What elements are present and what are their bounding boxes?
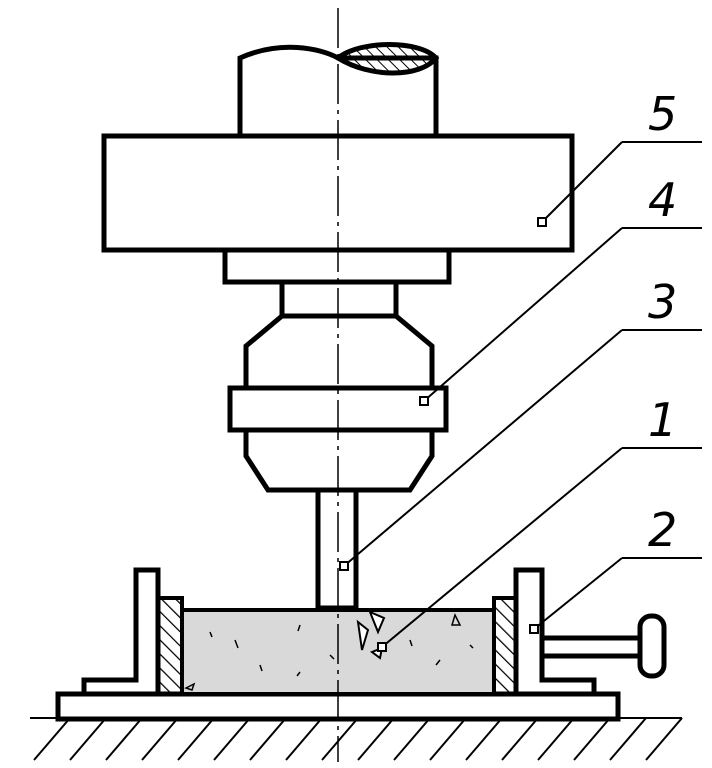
ground-hatch-line bbox=[429, 717, 467, 761]
marker-1 bbox=[377, 642, 387, 652]
callout-3: 3 bbox=[648, 275, 677, 329]
chuck-upper bbox=[243, 313, 435, 391]
callout-2: 2 bbox=[648, 503, 677, 557]
ground-hatch-line bbox=[537, 717, 575, 761]
marker-4 bbox=[419, 396, 429, 406]
jaw-pad-right bbox=[492, 596, 518, 696]
marker-3 bbox=[339, 561, 349, 571]
leader-5 bbox=[537, 141, 702, 227]
drill-bit bbox=[315, 487, 359, 611]
spindle-adapter bbox=[222, 247, 452, 285]
vise-left-jaw bbox=[81, 567, 161, 697]
ground-hatch-line bbox=[213, 717, 251, 761]
vise-right-jaw bbox=[513, 567, 597, 697]
chuck-lower bbox=[243, 425, 435, 493]
ground-hatch-line bbox=[501, 717, 539, 761]
leader-3 bbox=[339, 329, 702, 571]
chips bbox=[356, 610, 386, 660]
ground-hatch-line bbox=[141, 717, 179, 761]
shaft-section bbox=[333, 42, 440, 76]
workpiece-specks bbox=[184, 612, 474, 691]
ground-hatch-line bbox=[609, 717, 647, 761]
ground-hatch-line bbox=[393, 717, 431, 761]
jaw-pad-left bbox=[156, 596, 184, 696]
ground-hatch-line bbox=[249, 717, 287, 761]
ground-hatch-line bbox=[285, 717, 323, 761]
chuck-neck bbox=[279, 279, 399, 319]
vise-screw bbox=[539, 635, 649, 659]
ground-hatch-line bbox=[573, 717, 611, 761]
callout-4: 4 bbox=[648, 173, 677, 227]
ground-hatch-line bbox=[69, 717, 107, 761]
ground-hatch-line bbox=[177, 717, 215, 761]
callout-1: 1 bbox=[648, 393, 677, 447]
ground-hatching bbox=[30, 717, 683, 761]
leader-4 bbox=[419, 227, 702, 406]
ground-hatch-line bbox=[105, 717, 143, 761]
marker-5 bbox=[537, 217, 547, 227]
marker-2 bbox=[529, 624, 539, 634]
ground-hatch-line bbox=[321, 717, 359, 761]
leader-2 bbox=[529, 557, 702, 634]
vise-handle-knob bbox=[637, 613, 667, 679]
ground-hatch-line bbox=[465, 717, 503, 761]
callout-5: 5 bbox=[648, 87, 677, 141]
leader-1 bbox=[377, 447, 702, 652]
ground-hatch-line bbox=[357, 717, 395, 761]
ground-hatch-line bbox=[33, 717, 71, 761]
ground-hatch-line bbox=[645, 717, 683, 761]
